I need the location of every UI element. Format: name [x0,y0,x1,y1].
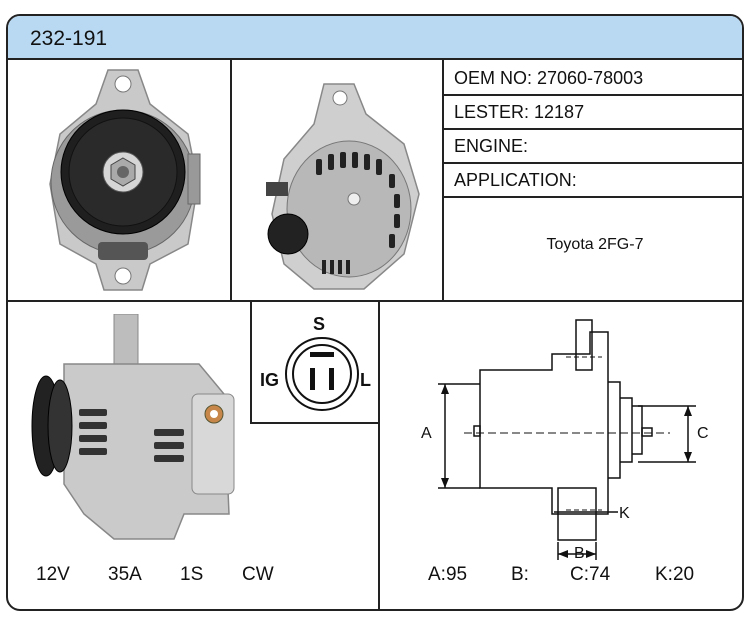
lester-number: LESTER: 12187 [454,102,585,122]
info-divider [442,128,742,130]
dimension-b-value: B: [511,564,529,585]
dimension-c-value: C:74 [570,564,611,585]
spec-pulley: 1S [180,564,204,585]
col-divider [250,300,252,422]
info-divider [442,162,742,164]
header-bar: 232-191 [8,16,742,60]
dimension-label-c: C [697,425,709,442]
col-divider [442,60,444,300]
plug-terminal-s: S [313,314,326,334]
oem-number: OEM NO: 27060-78003 [454,68,644,88]
part-number-title: 232-191 [30,27,108,50]
plug-terminal-ig: IG [260,370,280,390]
spec-voltage: 12V [36,564,70,585]
col-divider [378,300,380,609]
row-divider [8,300,742,302]
alternator-rear-photo [266,83,420,290]
info-divider [442,196,742,198]
info-divider [442,94,742,96]
engine-label: ENGINE: [454,136,529,156]
col-divider [230,60,232,300]
alternator-side-photo [31,314,235,540]
dimension-label-b: B [574,545,585,562]
application-value: Toyota 2FG-7 [546,236,644,253]
dimension-k-value: K:20 [655,564,695,585]
dimension-diagram [438,319,696,560]
row-divider [250,422,380,424]
dimension-label-a: A [421,425,432,442]
dimension-a-value: A:95 [428,564,468,585]
spec-amperage: 35A [108,564,142,585]
alternator-front-photo [49,69,201,291]
plug-terminal-l: L [360,370,371,390]
spec-rotation: CW [242,564,274,585]
dimension-label-k: K [619,505,630,522]
product-card: 232-191 OEM NO: 27060-78003 LESTER: 1218… [6,14,744,611]
plug-connector-diagram [285,337,359,411]
application-label: APPLICATION: [454,170,577,190]
